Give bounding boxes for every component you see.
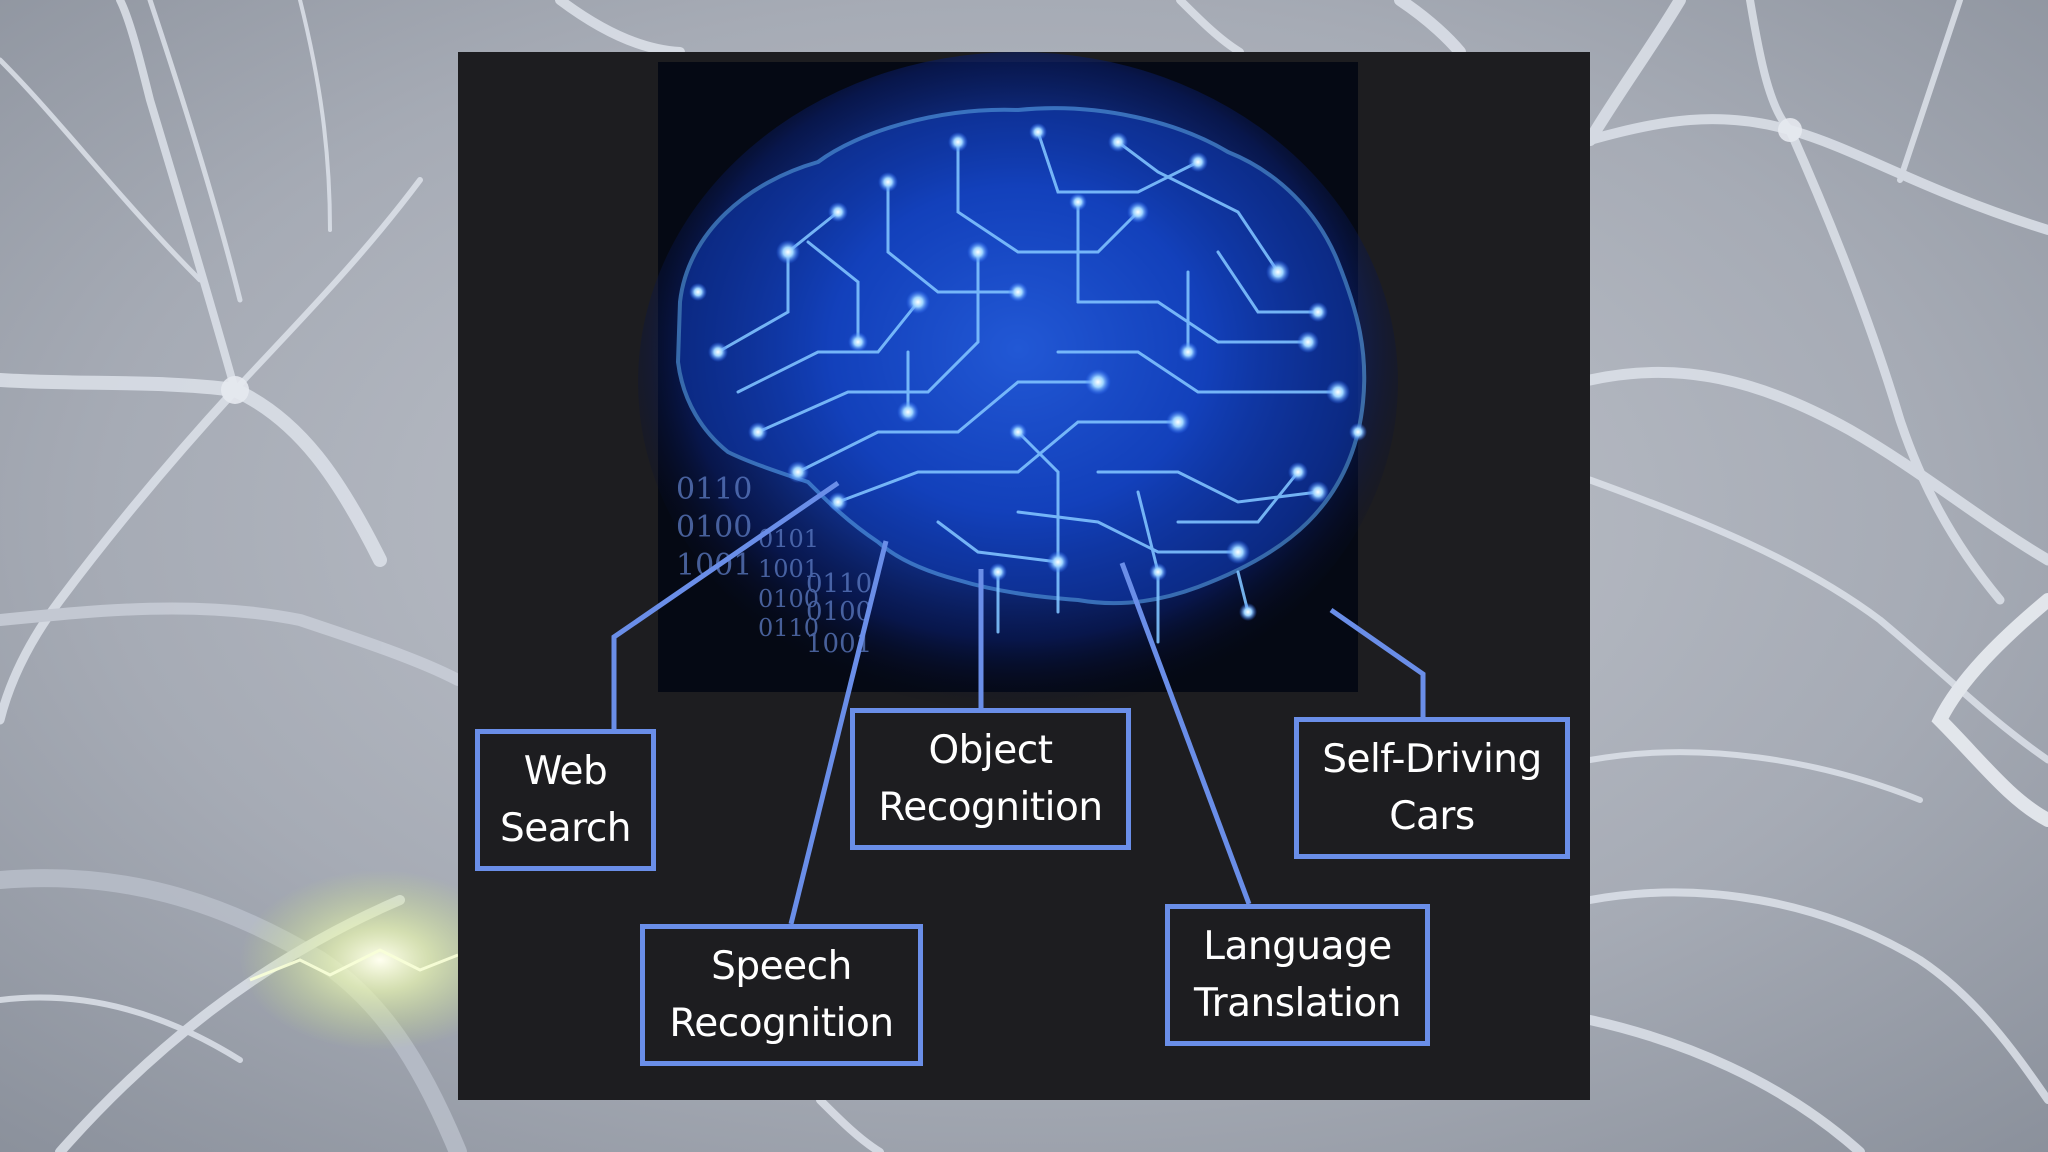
self-driving-cars-box: Self-Driving Cars	[1294, 717, 1570, 859]
svg-text:0100: 0100	[758, 585, 819, 613]
svg-text:0100: 0100	[806, 597, 872, 627]
svg-text:0100: 0100	[676, 510, 752, 545]
svg-text:0110: 0110	[676, 472, 752, 507]
svg-text:0110: 0110	[758, 614, 819, 642]
language-translation-label: Language Translation	[1193, 924, 1402, 1026]
object-recognition-box: Object Recognition	[850, 708, 1131, 850]
diagram-panel: 0110 0100 1001 0101 1001 0110 0100 0100 …	[458, 52, 1590, 1100]
object-recognition-label: Object Recognition	[878, 728, 1103, 830]
circuit-brain-icon: 0110 0100 1001 0101 1001 0110 0100 0100 …	[611, 52, 1426, 925]
self-driving-cars-label: Self-Driving Cars	[1322, 737, 1542, 839]
svg-text:1001: 1001	[758, 555, 819, 583]
web-search-box: Web Search	[475, 729, 656, 871]
svg-text:0110: 0110	[806, 569, 872, 599]
speech-recognition-label: Speech Recognition	[669, 944, 894, 1046]
web-search-label: Web Search	[500, 749, 632, 851]
language-translation-box: Language Translation	[1165, 904, 1430, 1046]
speech-recognition-box: Speech Recognition	[640, 924, 923, 1066]
